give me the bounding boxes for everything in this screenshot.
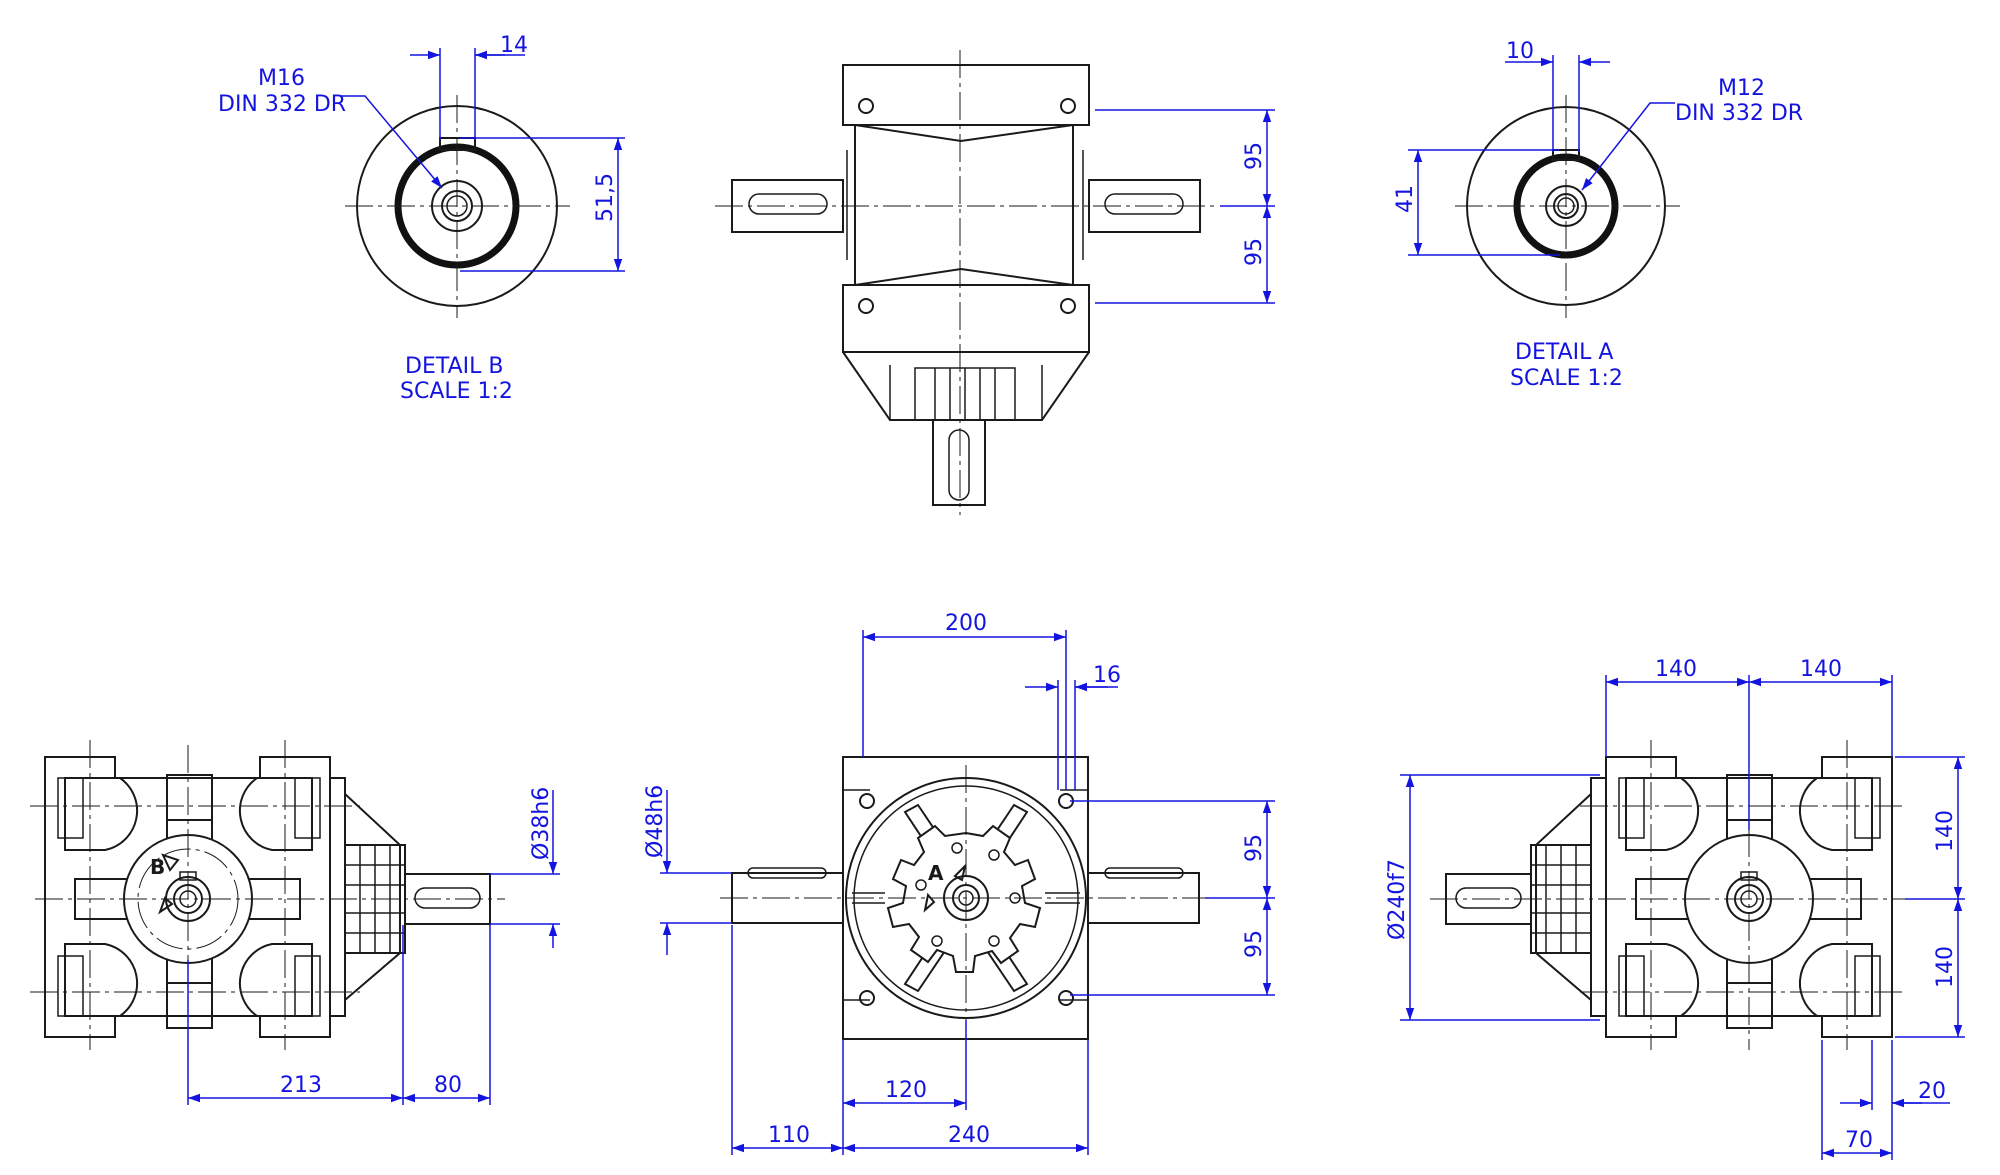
right-view-dim-20: 20 <box>1918 1079 1946 1104</box>
detail-a-caption: DETAIL A <box>1515 340 1613 365</box>
detail-b-width-dim: 14 <box>500 33 528 58</box>
front-view-dim-width: 200 <box>945 611 987 636</box>
front-view-dim-110: 110 <box>768 1123 810 1148</box>
right-view-dim-upper: 140 <box>1933 810 1958 852</box>
top-view: 95 95 <box>715 50 1275 515</box>
front-view-shaft-dia: Ø48h6 <box>643 785 668 858</box>
right-view-dim-left: 140 <box>1655 657 1697 682</box>
detail-b-caption: DETAIL B <box>405 354 503 379</box>
detail-a-height-dim: 41 <box>1393 185 1418 213</box>
detail-b-view: 14 51,5 M16 DIN 332 DR DETAIL B SCALE 1:… <box>218 33 625 404</box>
detail-a-width-dim: 10 <box>1506 39 1534 64</box>
detail-a-standard: DIN 332 DR <box>1675 101 1803 126</box>
front-view-dim-16: 16 <box>1093 663 1121 688</box>
front-view-dim-240: 240 <box>948 1123 990 1148</box>
left-view: B 213 80 Ø38h6 <box>30 740 560 1105</box>
detail-a-scale: SCALE 1:2 <box>1510 366 1623 391</box>
right-view-dim-right: 140 <box>1800 657 1842 682</box>
front-view-dim-120: 120 <box>885 1078 927 1103</box>
front-view-dim-upper: 95 <box>1242 834 1267 862</box>
left-view-dim-shaft: 80 <box>434 1073 462 1098</box>
right-view-dim-70: 70 <box>1845 1128 1873 1153</box>
front-view: A 200 16 95 95 Ø48h6 <box>643 611 1275 1155</box>
detail-b-thread: M16 <box>258 66 305 91</box>
detail-b-height-dim: 51,5 <box>593 173 618 222</box>
detail-b-standard: DIN 332 DR <box>218 92 346 117</box>
left-view-dim-base: 213 <box>280 1073 322 1098</box>
left-view-shaft-dia: Ø38h6 <box>529 787 554 860</box>
left-view-label-b: B <box>150 855 165 879</box>
right-view-dim-lower: 140 <box>1933 946 1958 988</box>
front-view-dim-lower: 95 <box>1242 930 1267 958</box>
right-view: 140 140 140 140 Ø240f7 20 70 <box>1385 657 1965 1160</box>
top-view-dim-lower: 95 <box>1242 238 1267 266</box>
detail-a-thread: M12 <box>1718 76 1765 101</box>
front-view-label-a: A <box>928 861 944 885</box>
top-view-dim-upper: 95 <box>1242 142 1267 170</box>
detail-a-view: 10 41 M12 DIN 332 DR DETAIL A SCALE 1:2 <box>1393 39 1803 391</box>
detail-b-scale: SCALE 1:2 <box>400 379 513 404</box>
right-view-flange-dia: Ø240f7 <box>1385 859 1410 940</box>
